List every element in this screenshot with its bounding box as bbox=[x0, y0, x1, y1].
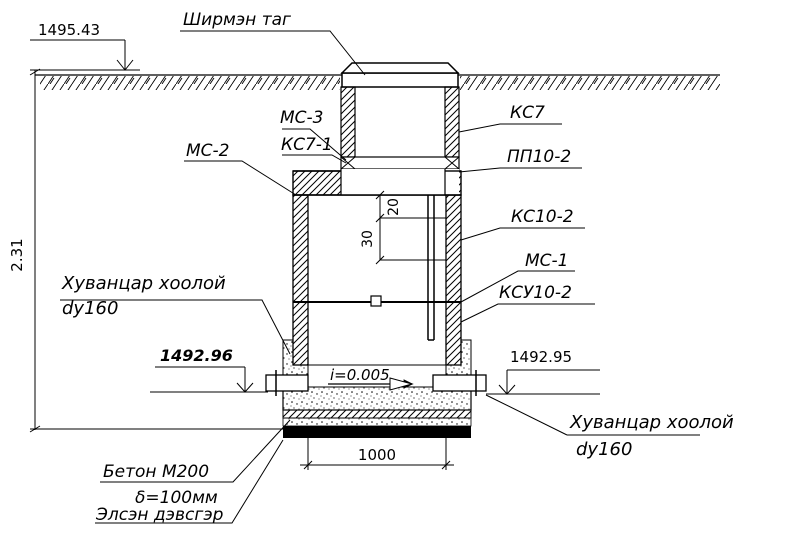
outlet-elevation-marker: 1492.95 bbox=[486, 348, 600, 395]
outlet-elevation-label: 1492.95 bbox=[510, 348, 572, 366]
base-concrete bbox=[282, 339, 472, 438]
pipe-out-label: Хуванцар хоолой bbox=[569, 412, 734, 433]
pipe-in-label: Хуванцар хоолой bbox=[61, 273, 226, 294]
kc10-2-label: КС10-2 bbox=[511, 207, 574, 227]
pipe-in-dia-label: dy160 bbox=[62, 298, 118, 319]
concrete-label: Бетон М200 bbox=[103, 462, 209, 482]
thickness-label: δ=100мм bbox=[135, 488, 218, 508]
depth-dimension: 2.31 bbox=[8, 68, 285, 433]
manhole-cover bbox=[340, 62, 460, 88]
ms1-label: МС-1 bbox=[525, 251, 569, 271]
ladder bbox=[380, 195, 446, 341]
sand-label: Элсэн дэвсгэр bbox=[95, 505, 224, 525]
inlet-elevation-marker: 1492.96 bbox=[150, 346, 268, 393]
inlet-pipe bbox=[265, 370, 309, 396]
cover-slab-pp10-2 bbox=[292, 169, 462, 196]
ksu10-2-label: КСУ10-2 bbox=[499, 283, 572, 303]
neck-ring-kc7 bbox=[340, 86, 460, 170]
leaders bbox=[60, 30, 700, 524]
pp10-2-label: ПП10-2 bbox=[507, 147, 571, 167]
pipe-out-dia-label: dy160 bbox=[576, 439, 632, 460]
slope-arrow: i=0.005 bbox=[328, 366, 414, 391]
depth-label: 2.31 bbox=[8, 238, 26, 271]
slope-label: i=0.005 bbox=[330, 366, 390, 384]
kc7-1-label: КС7-1 bbox=[281, 135, 333, 155]
outlet-pipe bbox=[432, 370, 487, 396]
cover-label: Ширмэн таг bbox=[183, 10, 291, 30]
kc7-label: КС7 bbox=[510, 103, 545, 123]
ms2-label: МС-2 bbox=[186, 141, 230, 161]
step-30-label: 30 bbox=[360, 230, 376, 248]
base-width-label: 1000 bbox=[358, 446, 396, 464]
step-dimensions: 20 30 bbox=[360, 190, 402, 265]
ms3-label: МС-3 bbox=[280, 108, 324, 128]
top-elevation-marker: 1495.43 bbox=[30, 21, 140, 71]
ground-surface bbox=[35, 74, 720, 90]
step-20-label: 20 bbox=[386, 198, 402, 216]
base-width-dimension: 1000 bbox=[300, 438, 454, 470]
shaft-walls-kc10-2 bbox=[292, 194, 462, 366]
top-elevation-label: 1495.43 bbox=[38, 21, 100, 39]
inlet-elevation-label: 1492.96 bbox=[160, 346, 233, 365]
